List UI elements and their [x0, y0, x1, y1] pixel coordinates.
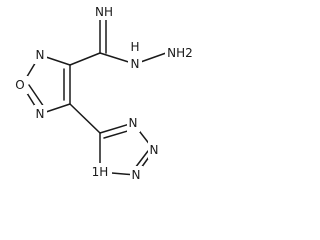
atom-tetrazole-n-bottom: N	[132, 168, 141, 182]
atom-tetrazole-n-right: N	[150, 143, 159, 157]
atom-hydrazine-n: N	[131, 57, 140, 71]
atom-imine-nh: NH	[95, 5, 113, 19]
bond-c4-ctz	[69, 103, 101, 134]
atom-oxadiazole-o: O	[15, 78, 24, 92]
atom-tetrazole-n-top: N	[129, 116, 138, 130]
bond-ctz-n1-double	[103, 129, 132, 139]
bond-lines	[21, 15, 167, 176]
atom-hydrazine-h: H	[130, 40, 139, 54]
atom-tetrazole-nh: 1H	[92, 165, 109, 179]
atom-labels: NH N H NH2 N O N N N N 1H	[12, 4, 195, 184]
bond-n5-o1-double	[28, 84, 45, 108]
bond-c3-camid	[69, 52, 101, 66]
atom-oxadiazole-n-bottom: N	[36, 107, 45, 121]
atom-nh2: NH2	[167, 46, 193, 60]
chemical-structure: NH N H NH2 N O N N N N 1H	[12, 4, 195, 184]
atom-oxadiazole-n-top: N	[36, 48, 45, 62]
